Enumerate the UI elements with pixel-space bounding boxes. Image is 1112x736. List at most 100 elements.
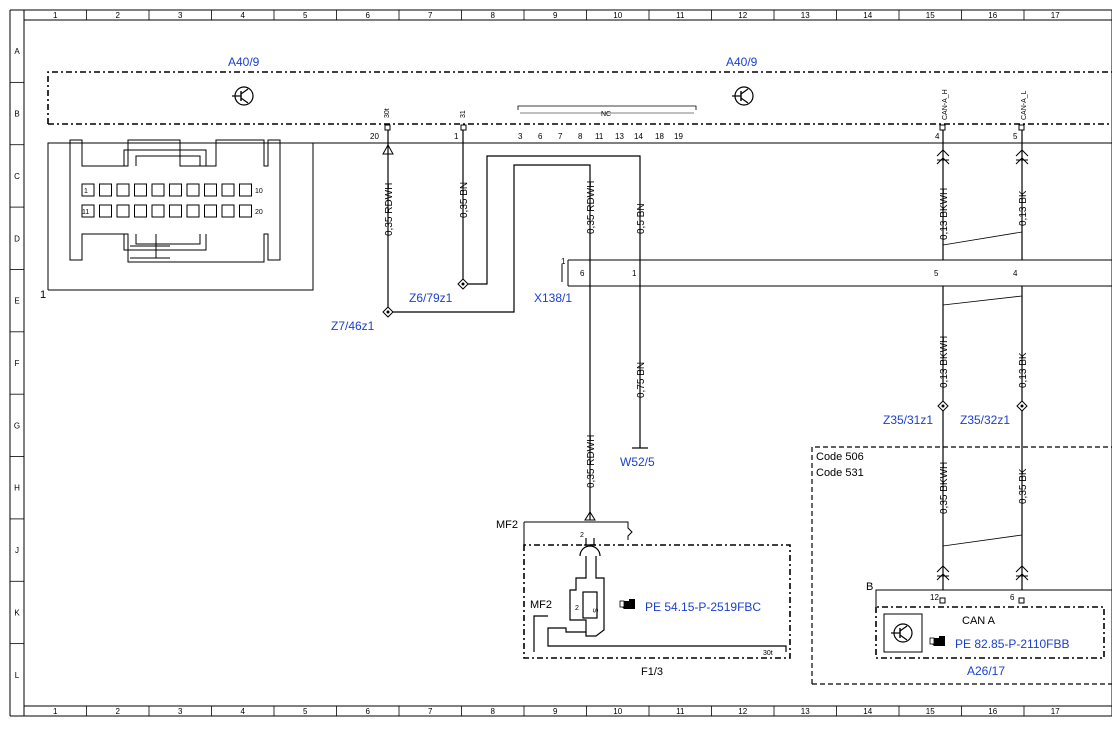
pin-19: 19	[674, 132, 683, 141]
connector-pin-cell	[99, 204, 112, 218]
x138-pin-1: 1	[632, 269, 637, 278]
pin-name-can-a-h: CAN-A_H	[942, 89, 949, 120]
pin-14: 14	[634, 132, 643, 141]
grid-column-bottom: 7	[428, 707, 433, 716]
splice-points	[382, 278, 1028, 412]
z35-31z1-label[interactable]: Z35/31z1	[883, 413, 933, 427]
grid-column-top: 13	[801, 11, 810, 20]
transistor-symbol-icon	[732, 86, 754, 106]
fuse-30t-label: 30t	[763, 650, 773, 657]
a40-9-housing	[47, 71, 1112, 125]
z35-32z1-label[interactable]: Z35/32z1	[960, 413, 1010, 427]
grid-column-bottom: 9	[553, 707, 558, 716]
wire-label-rdwh-20: 0,35 RDWH	[384, 183, 395, 236]
grid-column-bottom: 4	[241, 707, 246, 716]
connector-pin-cells	[81, 183, 252, 218]
bus-b-label: B	[866, 581, 873, 593]
a26-pin-12: 12	[930, 593, 939, 602]
z6-79z1-label[interactable]: Z6/79z1	[409, 291, 453, 305]
connector-pin-cell	[134, 204, 147, 218]
connector-pin-cell	[134, 183, 147, 197]
connector-pin-cell	[116, 204, 130, 218]
a40-9-right-label[interactable]: A40/9	[726, 55, 758, 69]
wire-label-bk-top: 0,13 BK	[1018, 190, 1029, 226]
wire-label-bn-1: 0,35 BN	[459, 182, 470, 218]
x138-conn-1: 1	[561, 257, 566, 266]
can-a-label: CAN A	[962, 615, 996, 627]
grid-row: B	[14, 110, 19, 119]
transistor-symbol-icon	[891, 623, 913, 643]
pin-6: 6	[538, 132, 543, 141]
connector-pin-cell	[239, 204, 252, 218]
a26-control-unit-frame	[883, 613, 923, 653]
connector-pin-cell	[204, 183, 217, 197]
fuse-s-label: S	[591, 608, 598, 613]
connector-pin-11: 11	[82, 209, 89, 216]
code-506-label: Code 506	[816, 451, 864, 463]
nc-bracket	[517, 105, 697, 110]
a26-17-housing	[875, 606, 1105, 659]
grid-column-bottom: 6	[366, 707, 371, 716]
grid-column-top: 11	[676, 11, 685, 20]
pin-name-31: 31	[460, 110, 467, 118]
grid-column-top: 4	[241, 11, 246, 20]
grid-row: K	[14, 608, 20, 617]
pin-8: 8	[578, 132, 583, 141]
wire-label-bkwh-bot: 0,35 BKWH	[939, 462, 950, 514]
pin-4: 4	[935, 132, 940, 141]
grid-row: D	[14, 234, 20, 243]
pin-name-can-a-l: CAN-A_L	[1021, 90, 1028, 120]
mf2-top-label: MF2	[496, 519, 518, 531]
grid-row: C	[14, 172, 20, 181]
connector-pin-cell	[204, 204, 217, 218]
grid-row: J	[15, 546, 19, 555]
connector-pin-cell	[151, 204, 165, 218]
code-531-label: Code 531	[816, 467, 864, 479]
grid-column-top: 3	[178, 11, 183, 20]
mf2-busbar	[523, 521, 633, 545]
grid-column-bottom: 5	[303, 707, 308, 716]
f1-3-label[interactable]: F1/3	[641, 666, 663, 678]
pe-f1-reference[interactable]: PE 54.15-P-2519FBC	[645, 600, 761, 614]
transistor-symbol-icon	[232, 86, 254, 106]
a26-17-label[interactable]: A26/17	[967, 664, 1005, 678]
grid-row: H	[14, 484, 20, 493]
pin-5: 5	[1013, 132, 1018, 141]
pin-1: 1	[454, 132, 459, 141]
wire-label-bn-x1: 0,5 BN	[636, 203, 647, 234]
grid-column-top: 17	[1051, 11, 1060, 20]
x138-pin-6: 6	[580, 269, 585, 278]
x138-1-label[interactable]: X138/1	[534, 291, 572, 305]
pin-20: 20	[370, 132, 379, 141]
pin-11: 11	[595, 132, 604, 141]
hand-pointer-icon	[929, 636, 945, 646]
grid-column-bottom: 15	[926, 707, 935, 716]
grid-column-top: 16	[988, 11, 997, 20]
connector-pin-cell	[239, 183, 252, 197]
wire-label-rdwh-x6: 0,35 RDWH	[586, 181, 597, 234]
diagram-frame	[23, 9, 1112, 717]
a40-9-connector-plug	[47, 139, 1112, 291]
connector-pin-cell	[186, 183, 200, 197]
f1-3-housing	[523, 544, 791, 659]
grid-column-bottom: 8	[491, 707, 496, 716]
grid-column-bottom: 13	[801, 707, 810, 716]
grid-column-top: 6	[366, 11, 371, 20]
fuse-inner-pin-2: 2	[575, 605, 579, 612]
grid-column-top: 15	[926, 11, 935, 20]
grid-column-bottom: 17	[1051, 707, 1060, 716]
grid-column-top: 9	[553, 11, 558, 20]
wire-label-bkwh-top: 0,13 BKWH	[939, 188, 950, 240]
connector-pin-cell	[169, 204, 182, 218]
pin-name-30t: 30t	[384, 108, 391, 118]
w52-5-label[interactable]: W52/5	[620, 455, 655, 469]
connector-pin-1: 1	[84, 188, 88, 195]
grid-row: G	[14, 421, 20, 430]
a40-9-left-label[interactable]: A40/9	[228, 55, 260, 69]
grid-column-bottom: 16	[988, 707, 997, 716]
pe-a26-reference[interactable]: PE 82.85-P-2110FBB	[955, 637, 1070, 651]
grid-row: L	[15, 671, 20, 680]
z7-46z1-label[interactable]: Z7/46z1	[331, 319, 375, 333]
